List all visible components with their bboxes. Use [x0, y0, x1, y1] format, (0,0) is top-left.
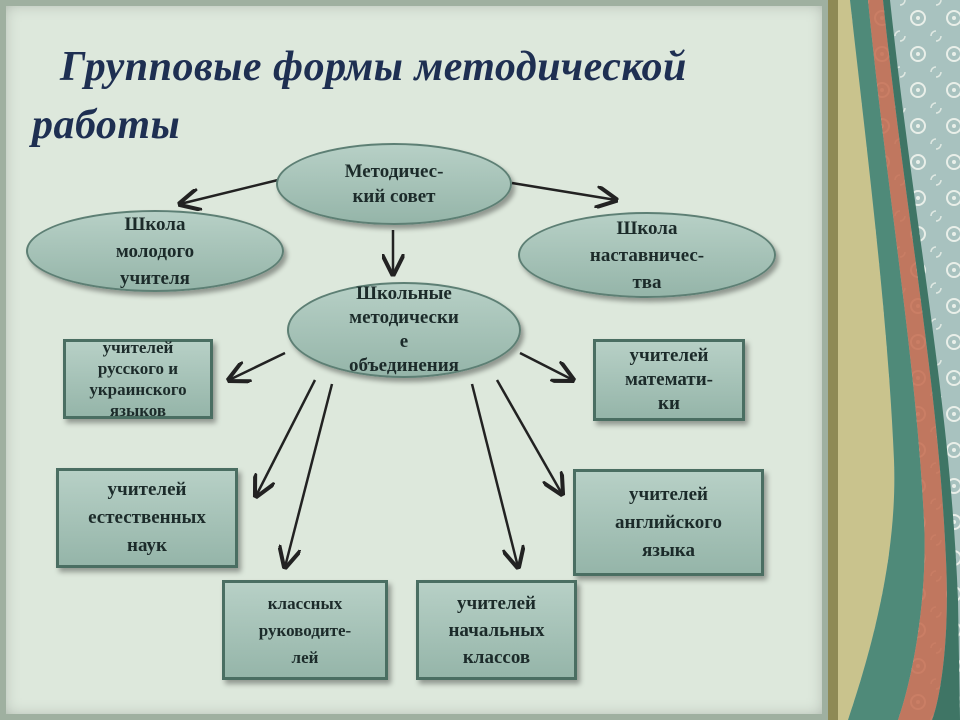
title-line-2: работы [32, 102, 181, 148]
methodical-council-label: Методичес- кий совет [344, 161, 444, 207]
title-line-1: Групповые формы методической [60, 44, 687, 90]
school-associations-node: Школьные методически е объединения [287, 282, 521, 378]
mentoring-school-node: Школа наставничес- тва [518, 212, 776, 298]
school-associations-label: Школьные методически е объединения [349, 283, 459, 376]
arrow-to-math [519, 351, 573, 380]
russian-ukrainian-teachers-box: учителей русского и украинского языков [63, 338, 213, 420]
primary-label: учителей начальных классов [448, 592, 545, 668]
class-leaders-label: классных руководите- лей [258, 593, 352, 667]
russian-ukrainian-label: учителей русского и украинского языков [89, 338, 187, 420]
slide-title: Групповые формы методической работы [32, 38, 772, 154]
arrow-to-russian-ukrainian [229, 351, 286, 380]
class-leaders-box: классных руководите- лей [222, 580, 388, 680]
young-teacher-school-label: Школа молодого учителя [115, 213, 195, 289]
math-teachers-box: учителей математи- ки [593, 339, 745, 421]
english-teachers-box: учителей английского языка [573, 469, 764, 576]
connector-arrows [0, 178, 828, 720]
english-label: учителей английского языка [615, 483, 722, 561]
natural-sciences-label: учителей естественных наук [88, 479, 206, 556]
arrow-to-english [495, 379, 562, 494]
arrow-to-class-leaders [285, 383, 334, 567]
arrow-to-natural-sciences [256, 379, 317, 496]
young-teacher-school-node: Школа молодого учителя [26, 210, 284, 292]
methodical-council-node: Методичес- кий совет [276, 143, 512, 225]
natural-sciences-teachers-box: учителей естественных наук [56, 468, 238, 568]
arrow-council-to-mentoring [511, 181, 616, 200]
arrow-council-to-young [180, 178, 279, 204]
primary-teachers-box: учителей начальных классов [416, 580, 577, 680]
decorative-side-pattern [828, 0, 960, 720]
math-label: учителей математи- ки [624, 345, 713, 414]
mentoring-school-label: Школа наставничес- тва [589, 217, 705, 293]
arrow-to-primary [470, 383, 518, 567]
